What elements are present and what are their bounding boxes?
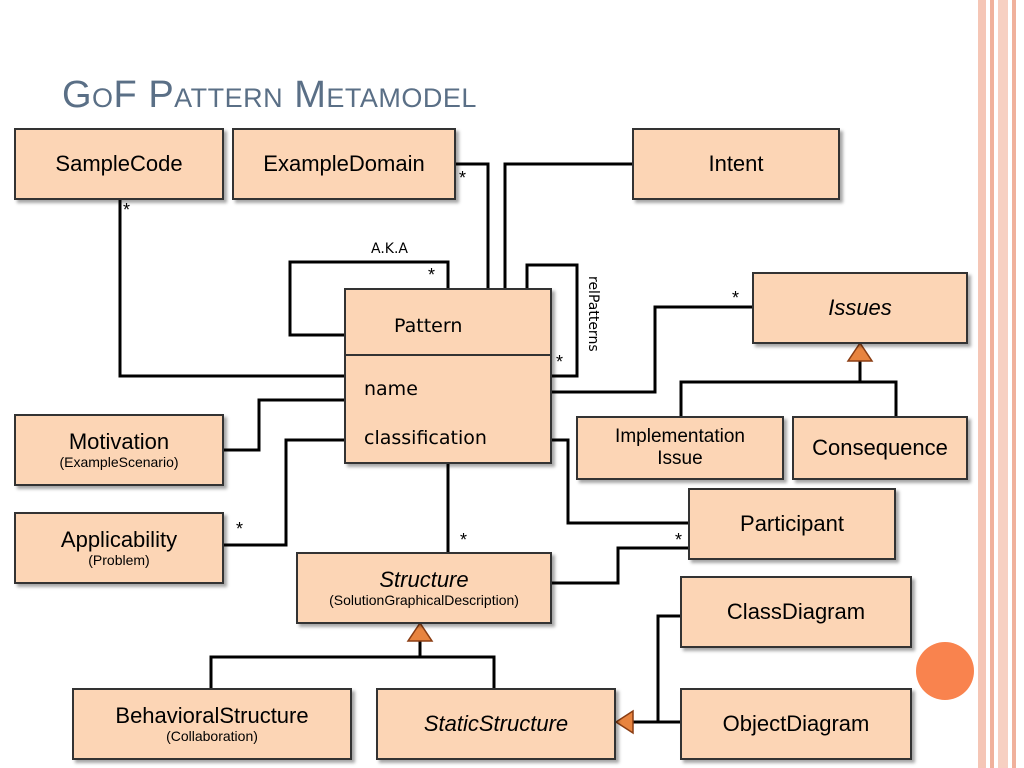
slide-stripe [998, 0, 1008, 768]
class-pattern: Pattern name classification [344, 288, 552, 464]
class-issues: Issues [752, 272, 968, 344]
class-detail: (Collaboration) [166, 728, 258, 745]
class-name: Implementation Issue [615, 426, 745, 469]
aka-label: A.K.A [371, 241, 408, 257]
class-intent: Intent [632, 128, 840, 200]
slide-stripe [978, 0, 986, 768]
slide-stripe [1012, 0, 1016, 768]
class-name: Participant [740, 511, 844, 537]
multiplicity-issues: * [732, 288, 740, 308]
multiplicity-aka: * [428, 265, 436, 285]
class-participant: Participant [688, 488, 896, 560]
rel-patterns-label: relPatterns [585, 276, 601, 352]
class-name: SampleCode [55, 151, 183, 177]
slide-title: GoF Pattern Metamodel [62, 74, 477, 116]
class-implementation-issue: Implementation Issue [576, 416, 784, 480]
class-name: Applicability [60, 526, 178, 552]
attribute-name: name [364, 378, 418, 400]
multiplicity-rel-patterns: * [556, 352, 564, 372]
class-applicability: Applicability (Problem) [14, 512, 224, 584]
class-sample-code: SampleCode [14, 128, 224, 200]
decorative-circle [916, 642, 974, 700]
class-name: Pattern [346, 290, 550, 356]
class-name: Structure [379, 566, 469, 592]
class-name: Issues [828, 295, 892, 321]
class-name: BehavioralStructure [115, 702, 309, 728]
class-name: Consequence [812, 435, 948, 461]
multiplicity-structure: * [460, 530, 468, 550]
class-behavioral-structure: BehavioralStructure (Collaboration) [72, 688, 352, 760]
class-name: Intent [708, 151, 764, 177]
multiplicity-example-domain: * [459, 168, 467, 188]
slide-stripe [990, 0, 994, 768]
class-detail: (SolutionGraphicalDescription) [329, 592, 519, 609]
class-structure: Structure (SolutionGraphicalDescription) [296, 552, 552, 624]
class-name: ExampleDomain [263, 151, 425, 177]
class-detail: (ExampleScenario) [59, 454, 179, 471]
class-name: ClassDiagram [726, 599, 866, 625]
class-example-domain: ExampleDomain [232, 128, 456, 200]
class-class-diagram: ClassDiagram [680, 576, 912, 648]
multiplicity-participant: * [675, 530, 683, 550]
class-static-structure: StaticStructure [376, 688, 616, 760]
attribute-classification: classification [364, 427, 487, 449]
class-motivation: Motivation (ExampleScenario) [14, 414, 224, 486]
class-name: Motivation [68, 428, 170, 454]
multiplicity-sample-code: * [123, 200, 131, 220]
class-name: ObjectDiagram [722, 711, 870, 737]
class-name: StaticStructure [423, 711, 569, 737]
multiplicity-applicability: * [236, 519, 244, 539]
class-object-diagram: ObjectDiagram [680, 688, 912, 760]
class-consequence: Consequence [792, 416, 968, 480]
class-detail: (Problem) [88, 552, 150, 569]
